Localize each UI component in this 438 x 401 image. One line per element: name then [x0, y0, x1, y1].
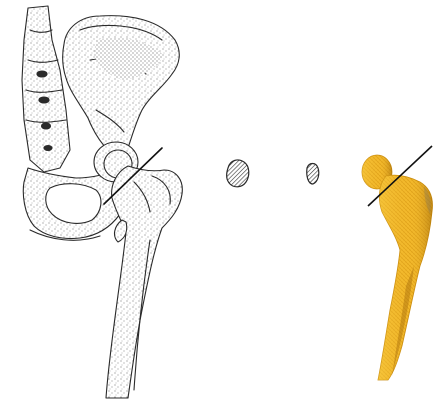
- cut-section-large: [227, 160, 249, 187]
- femur: [106, 166, 182, 398]
- ilium: [63, 16, 180, 150]
- sacrum: [22, 6, 70, 172]
- pelvis-femur-sketch: [22, 6, 182, 398]
- cut-section-small: [307, 164, 319, 185]
- femur-model-3d: [362, 146, 433, 380]
